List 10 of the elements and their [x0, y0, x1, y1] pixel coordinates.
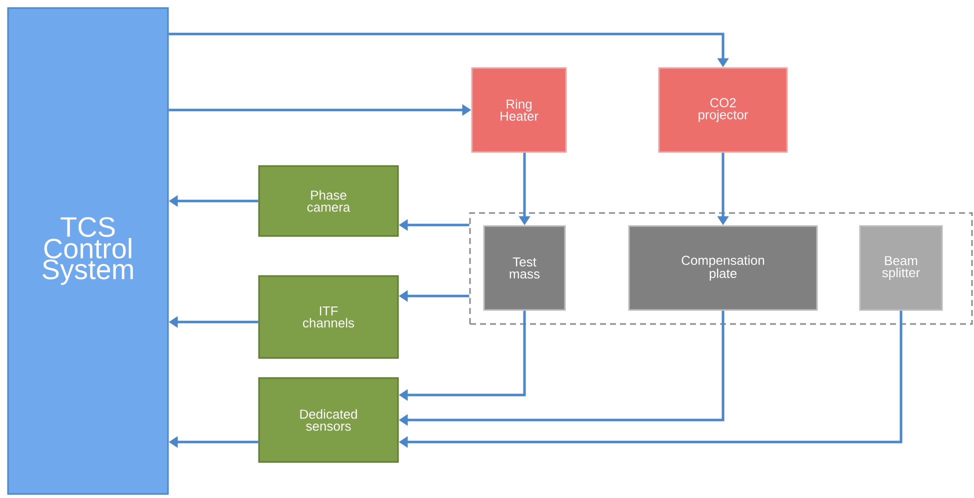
sensor-box: Phase camera: [258, 165, 399, 237]
actuator-box: CO2 projector: [658, 67, 788, 153]
group-frame: [469, 212, 973, 325]
sensor-box: Dedicated sensors: [258, 377, 399, 463]
optic-box: Compensation plate: [628, 225, 818, 311]
optic-box: Beam splitter: [859, 225, 943, 311]
sensor-box: ITF channels: [258, 275, 399, 359]
actuator-box: Ring Heater: [471, 67, 567, 153]
system-box: TCS Control System: [7, 7, 169, 495]
optic-box: Test mass: [483, 225, 566, 311]
